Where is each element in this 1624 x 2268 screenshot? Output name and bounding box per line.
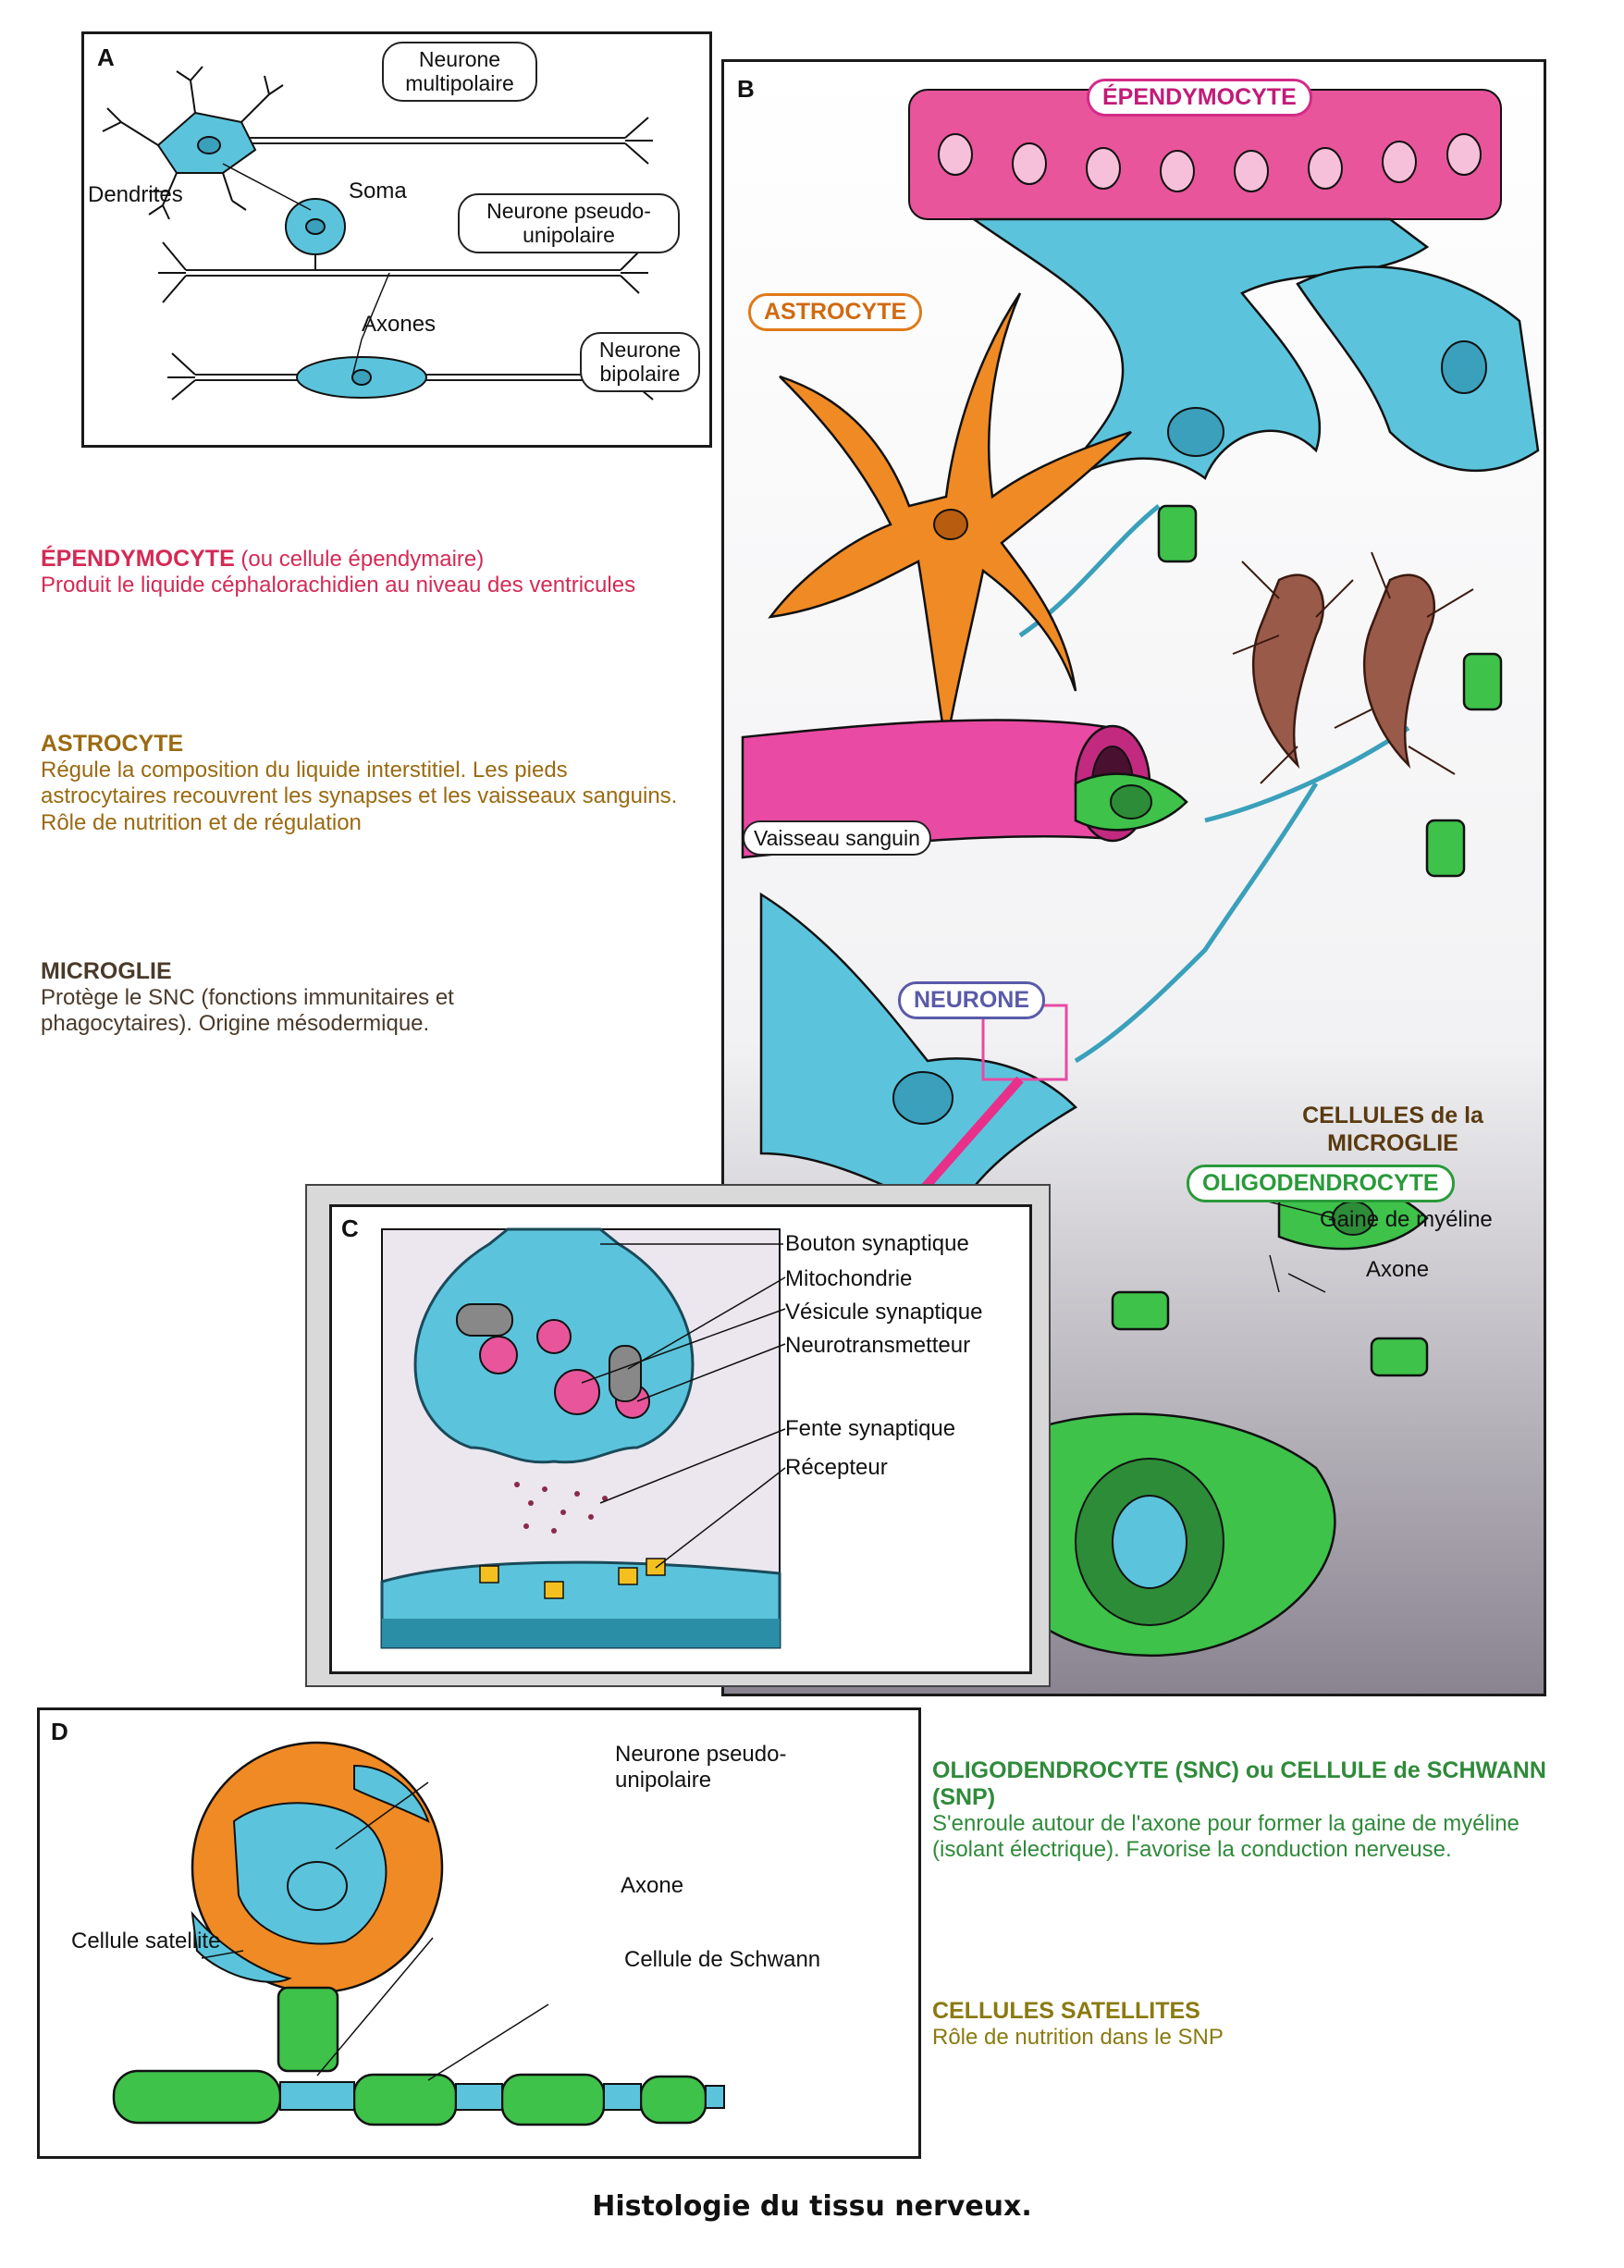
ependymocyte-desc-body: Produit le liquide céphalorachidien au n… (41, 573, 636, 598)
satellite-desc-body: Rôle de nutrition dans le SNP (932, 2025, 1224, 2050)
bipolar-neuron-label: Neurone bipolaire (580, 332, 700, 392)
microglia-cells (1251, 573, 1436, 770)
receptor-label: Récepteur (785, 1455, 888, 1480)
microglia-description: MICROGLIE Protège le SNC (fonctions immu… (41, 958, 596, 1038)
panel-a-letter: A (97, 43, 115, 71)
axone-label: Axone (1366, 1257, 1430, 1282)
panel-b-glial-cells-illustration (741, 89, 1540, 1658)
dendrites-label: Dendrites (88, 182, 183, 207)
panel-a-neurons-illustration (102, 66, 658, 401)
oligodendrocyte-desc-title: OLIGODENDROCYTE (SNC) ou CELLULE de SCHW… (932, 1757, 1546, 1810)
satellite-cell-label: Cellule satellite (71, 1929, 221, 1954)
synaptic-cleft-label: Fente synaptique (785, 1416, 956, 1441)
multipolar-neuron-label: Neurone multipolaire (382, 42, 537, 102)
satellite-cell-illustration (112, 1741, 725, 2126)
panel-d: D Neurone pseudo-unipolaire (37, 1707, 921, 2159)
pseudo-unipolar-neuron-label: Neurone pseudo-unipolaire (458, 193, 680, 253)
oligodendrocyte-description: OLIGODENDROCYTE (SNC) ou CELLULE de SCHW… (932, 1757, 1561, 1864)
schwann-cell-label: Cellule de Schwann (624, 1947, 821, 1972)
microglia-desc-body: Protège le SNC (fonctions immunitaires e… (41, 985, 454, 1037)
ependymocyte-label: ÉPENDYMOCYTE (1087, 79, 1312, 117)
microglia-label: CELLULES de la MICROGLIE (1302, 1103, 1483, 1156)
panel-c: C Bouton synaptiq (329, 1204, 1032, 1674)
blood-vessel-label: Vaisseau sanguin (743, 820, 931, 857)
soma-label: Soma (349, 179, 407, 203)
myelin-sheath-label: Gaine de myéline (1320, 1207, 1493, 1232)
axones-label: Axones (362, 312, 437, 337)
astrocyte-desc-body: Régule la composition du liquide interst… (41, 758, 678, 835)
figure-caption: Histologie du tissu nerveux. (592, 2190, 1032, 2223)
satellite-description: CELLULES SATELLITES Rôle de nutrition da… (932, 1998, 1561, 2051)
microglia-desc-title: MICROGLIE (41, 958, 172, 984)
panel-a: A (81, 31, 712, 448)
oligodendrocyte-label: OLIGODENDROCYTE (1187, 1165, 1455, 1202)
synaptic-vesicle-label: Vésicule synaptique (785, 1300, 983, 1325)
ependymocyte-desc-title: ÉPENDYMOCYTE (41, 546, 235, 572)
axone-label-d: Axone (621, 1873, 684, 1898)
neurotransmitter-label: Neurotransmetteur (785, 1333, 971, 1358)
panel-c-letter: C (341, 1214, 359, 1242)
astrocyte-desc-title: ASTROCYTE (41, 731, 184, 757)
satellite-desc-title: CELLULES SATELLITES (932, 1998, 1200, 2024)
synaptic-bouton-label: Bouton synaptique (785, 1231, 969, 1256)
ependymocyte-desc-title-suffix: (ou cellule épendymaire) (234, 547, 485, 572)
astrocyte-label: ASTROCYTE (748, 293, 923, 331)
panel-d-letter: D (51, 1718, 68, 1745)
neurone-label: NEURONE (898, 981, 1046, 1019)
mitochondria-label: Mitochondrie (785, 1266, 913, 1291)
oligodendrocyte-desc-body: S'enroule autour de l'axone pour former … (932, 1811, 1519, 1863)
synapse-illustration (380, 1227, 786, 1649)
ependymocyte-description: ÉPENDYMOCYTE (ou cellule épendymaire) Pr… (41, 546, 688, 599)
pseudo-unipolar-label: Neurone pseudo-unipolaire (615, 1742, 787, 1793)
ependymocyte-row (908, 89, 1502, 220)
panel-b-letter: B (737, 75, 755, 103)
astrocyte-description: ASTROCYTE Régule la composition du liqui… (41, 731, 688, 836)
